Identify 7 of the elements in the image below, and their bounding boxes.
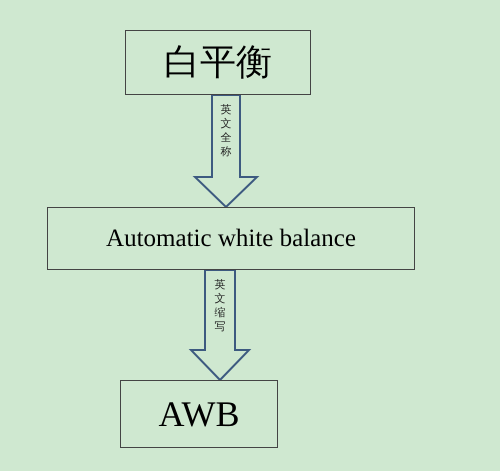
title-box: 白平衡 xyxy=(125,30,311,95)
block-arrow xyxy=(192,94,260,208)
abbreviation-box: AWB xyxy=(120,380,278,448)
name-box: Automatic white balance xyxy=(47,207,415,270)
block-arrow xyxy=(188,269,252,382)
edge-label: 英文缩写 xyxy=(214,278,226,334)
edge-label: 英文全称 xyxy=(220,103,232,159)
